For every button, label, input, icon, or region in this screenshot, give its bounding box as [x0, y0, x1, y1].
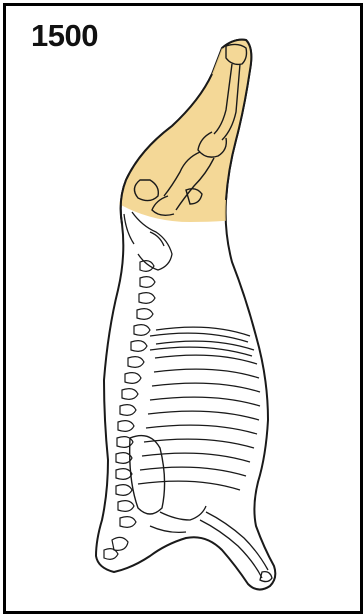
carcass-diagram [0, 0, 364, 615]
